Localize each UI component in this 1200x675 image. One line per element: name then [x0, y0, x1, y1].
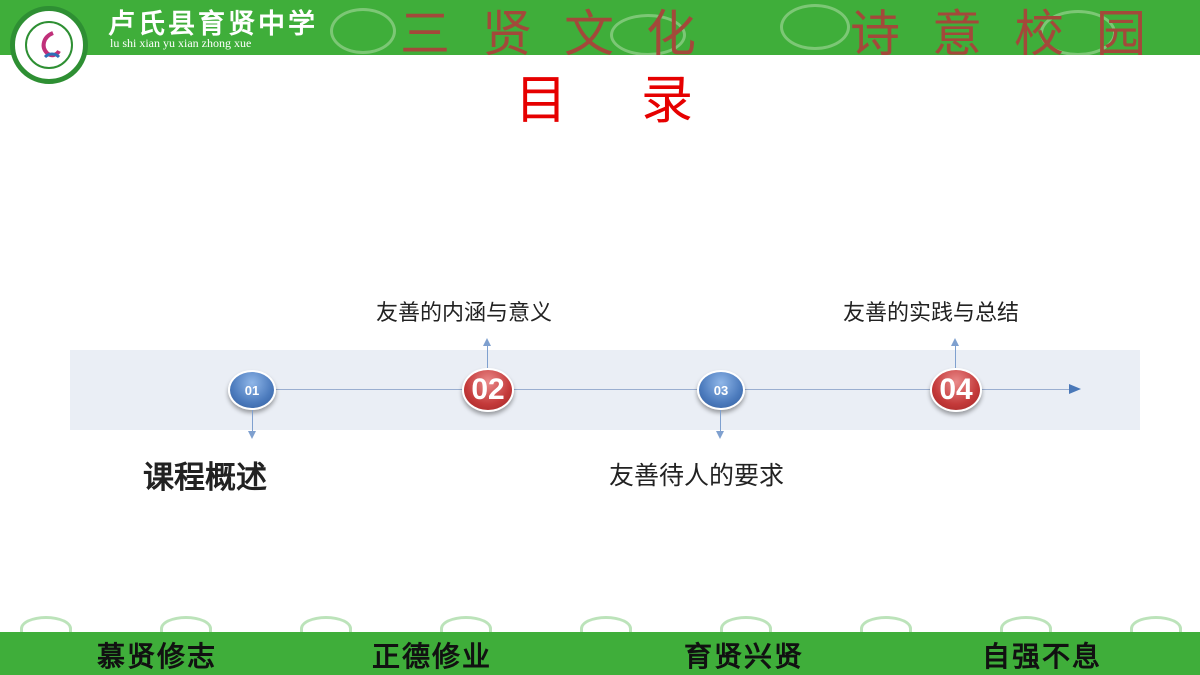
header-motto-char: 贤 [482, 5, 536, 55]
timeline-line [253, 389, 1071, 390]
school-pinyin: lu shi xian yu xian zhong xue [110, 36, 252, 50]
timeline-arrow-icon [1069, 384, 1081, 394]
connector-line [955, 346, 956, 368]
arrow-up-icon [951, 338, 959, 346]
arrow-up-icon [483, 338, 491, 346]
timeline-label-01[interactable]: 课程概述 [143, 460, 267, 496]
school-name: 卢氏县育贤中学 [108, 9, 318, 40]
footer-motto: 自强不息 [982, 640, 1103, 673]
footer-cloud-border [0, 612, 1200, 641]
header-motto-char: 园 [1096, 5, 1150, 55]
timeline-node-02[interactable]: 02 [462, 368, 514, 412]
logo-emblem-icon [41, 31, 61, 59]
header-motto-char: 文 [564, 5, 618, 55]
header-band: 卢氏县育贤中学 lu shi xian yu xian zhong xue 三贤… [0, 0, 1200, 55]
cloud-pattern [20, 616, 72, 641]
connector-line [252, 410, 253, 432]
footer-motto: 正德修业 [372, 640, 493, 673]
footer-motto: 慕贤修志 [97, 640, 218, 673]
timeline-node-04[interactable]: 04 [930, 368, 982, 412]
arrow-down-icon [716, 431, 724, 439]
header-motto-char: 化 [646, 5, 700, 55]
timeline-label-04[interactable]: 友善的实践与总结 [843, 301, 1020, 326]
cloud-pattern [1000, 616, 1052, 641]
title-char: 录 [641, 71, 696, 131]
header-motto-char: 三 [400, 5, 454, 55]
footer-motto: 育贤兴贤 [684, 640, 805, 673]
timeline-node-01[interactable]: 01 [228, 370, 276, 410]
arrow-down-icon [248, 431, 256, 439]
page-title: 目录 [515, 58, 695, 133]
cloud-pattern [330, 8, 396, 54]
cloud-pattern [580, 616, 632, 641]
logo-inner-ring [25, 21, 73, 69]
cloud-pattern [300, 616, 352, 641]
cloud-pattern [860, 616, 912, 641]
timeline-label-03[interactable]: 友善待人的要求 [609, 461, 785, 490]
school-logo [10, 6, 88, 84]
title-char: 目 [515, 71, 570, 131]
cloud-pattern [1130, 616, 1182, 641]
cloud-pattern [610, 14, 686, 55]
cloud-pattern [160, 616, 212, 641]
header-motto-char: 校 [1014, 5, 1068, 55]
header-motto: 三贤文化 诗意校园 [400, 0, 1178, 55]
cloud-pattern [1040, 10, 1116, 55]
cloud-pattern [440, 616, 492, 641]
header-motto-char: 诗 [850, 5, 904, 55]
connector-line [720, 410, 721, 432]
timeline-label-02[interactable]: 友善的内涵与意义 [376, 301, 553, 326]
header-motto-char: 意 [932, 5, 986, 55]
timeline-node-03[interactable]: 03 [697, 370, 745, 410]
footer-band: 慕贤修志 正德修业 育贤兴贤 自强不息 [0, 632, 1200, 675]
cloud-pattern [780, 4, 850, 50]
cloud-pattern [720, 616, 772, 641]
connector-line [487, 346, 488, 368]
